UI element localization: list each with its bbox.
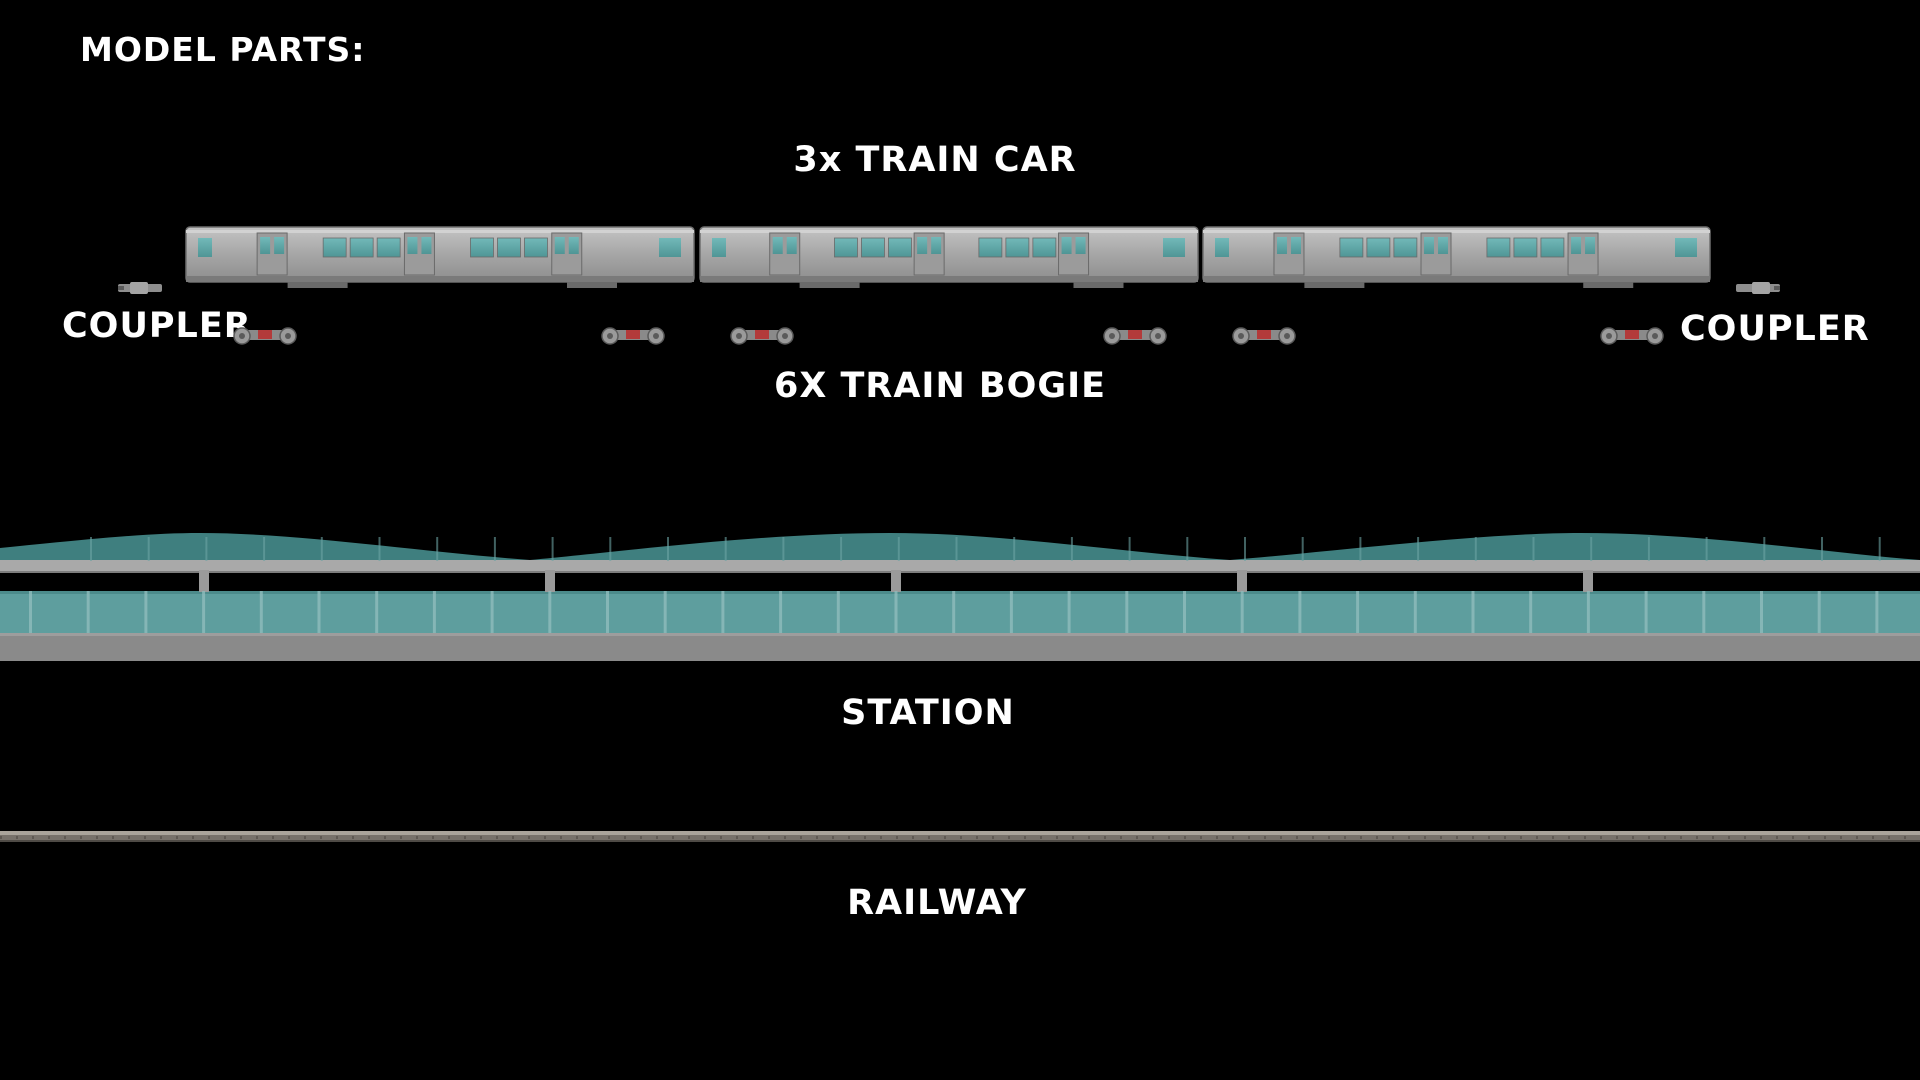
train-bogie-5 xyxy=(1232,327,1296,345)
railway-label: RAILWAY xyxy=(847,883,1027,923)
station-post xyxy=(1237,570,1247,592)
train-bogie-6 xyxy=(1600,327,1664,345)
train-car-3 xyxy=(1202,226,1711,288)
page-heading: MODEL PARTS: xyxy=(80,30,366,69)
station-floor xyxy=(0,633,1920,661)
station-post xyxy=(199,570,209,592)
train-car-1 xyxy=(185,226,695,288)
coupler-left-model xyxy=(118,282,162,294)
train-car-label: 3x TRAIN CAR xyxy=(793,140,1077,180)
station-post xyxy=(1583,570,1593,592)
train-bogie-2 xyxy=(601,327,665,345)
coupler-left-label: COUPLER xyxy=(62,306,252,346)
station-handrail xyxy=(0,560,1920,573)
bogie-label: 6X TRAIN BOGIE xyxy=(773,366,1107,406)
coupler-right-label: COUPLER xyxy=(1680,309,1870,349)
train-bogie-4 xyxy=(1103,327,1167,345)
coupler-right-model xyxy=(1736,282,1780,294)
station-post xyxy=(545,570,555,592)
train-bogie-1 xyxy=(233,327,297,345)
train-bogie-3 xyxy=(730,327,794,345)
station-label: STATION xyxy=(841,693,1015,733)
train-car-2 xyxy=(699,226,1199,288)
station-post xyxy=(891,570,901,592)
